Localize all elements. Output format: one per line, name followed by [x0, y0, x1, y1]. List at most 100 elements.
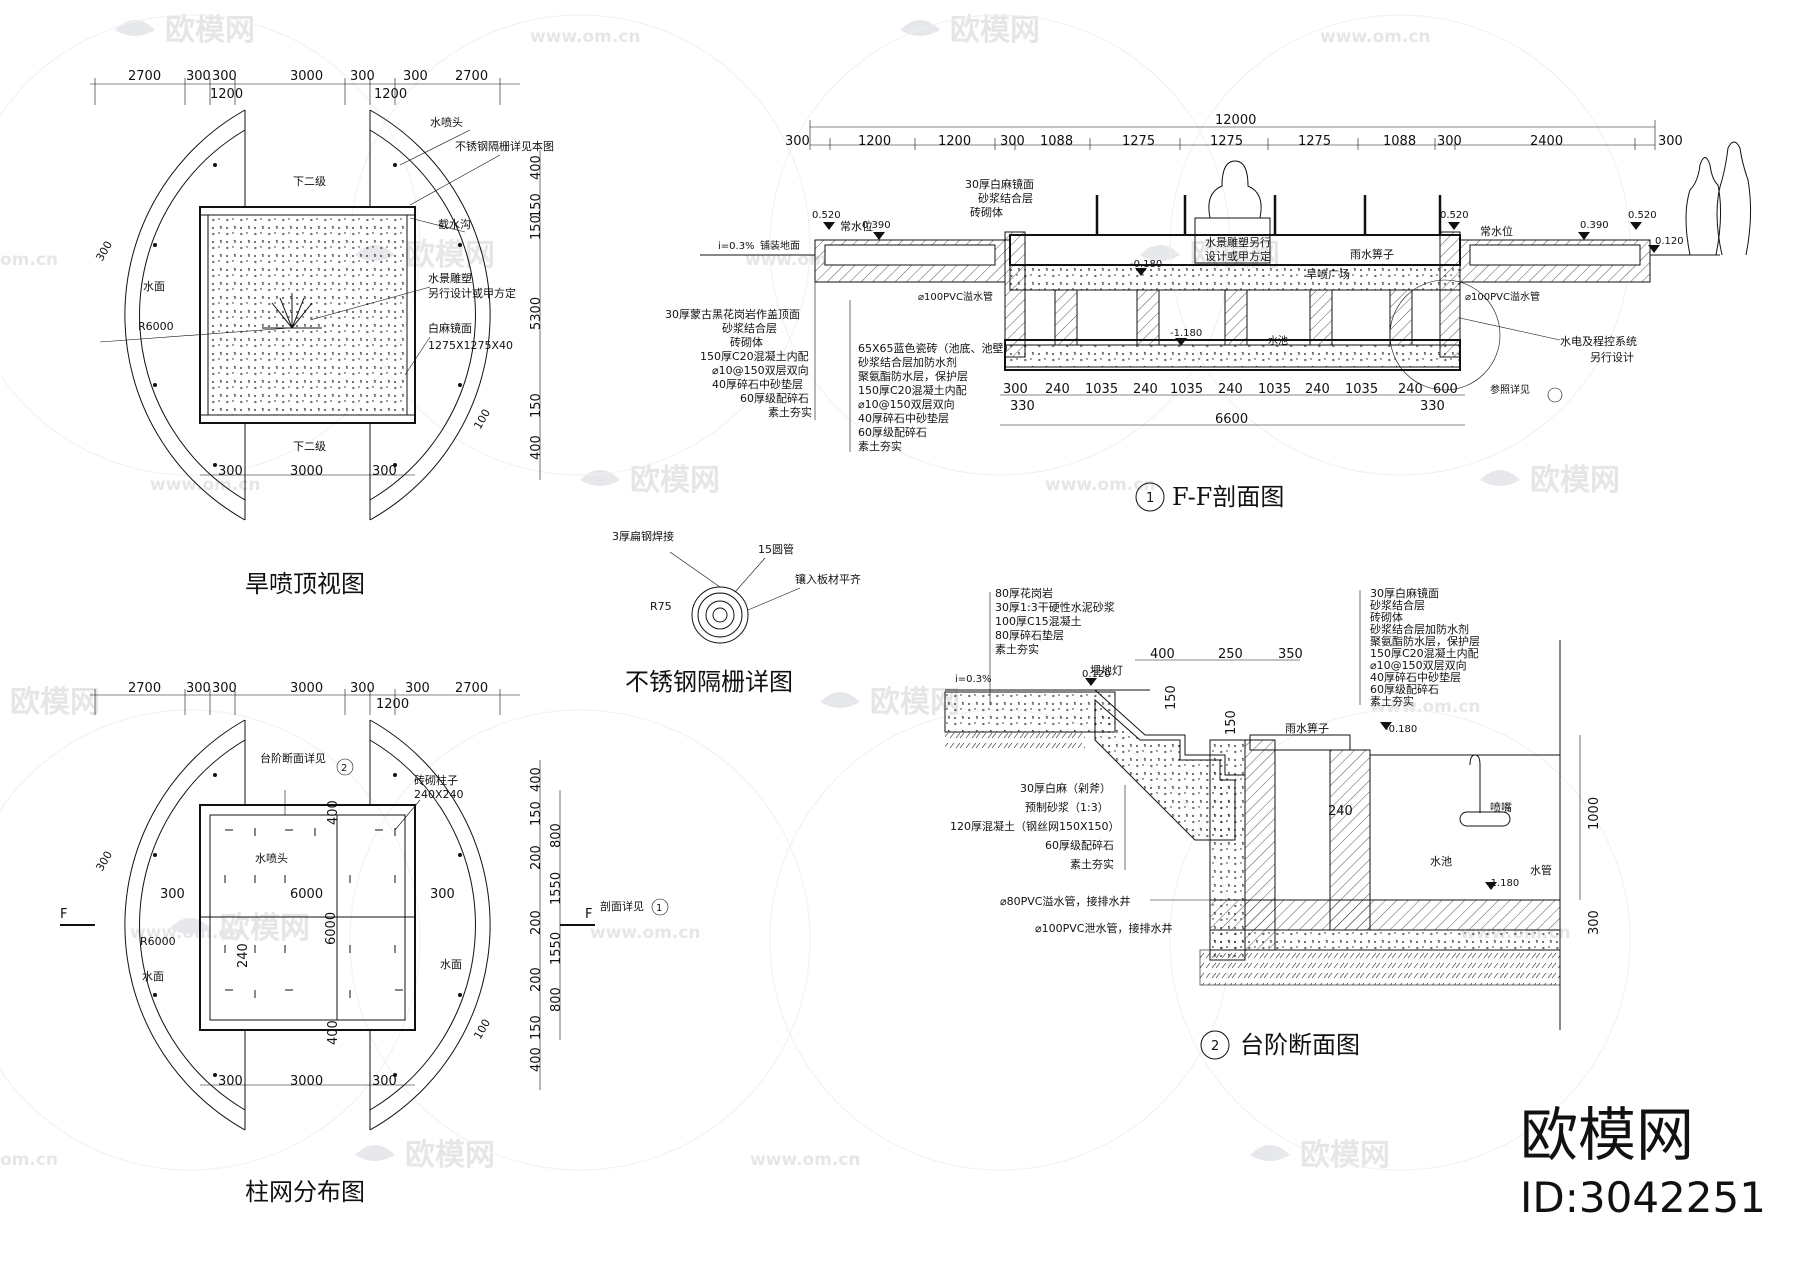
svg-text:⌀10@150双层双向: ⌀10@150双层双向	[858, 397, 955, 411]
dim-label: 150	[529, 393, 544, 418]
dim-label: 3000	[290, 69, 323, 84]
dim-label: 1088	[1040, 134, 1073, 149]
nozzle-symbol	[1459, 754, 1511, 827]
tube-label: 15圆管	[758, 542, 794, 556]
dim-label: 400	[529, 1047, 544, 1072]
radius-label: R6000	[140, 935, 176, 948]
svg-text:-0.180: -0.180	[1130, 259, 1162, 270]
svg-text:40厚碎石中砂垫层: 40厚碎石中砂垫层	[858, 411, 949, 425]
svg-text:0.390: 0.390	[1580, 220, 1609, 231]
section-step: 80厚花岗岩 30厚1:3干硬性水泥砂浆 100厚C15混凝土 80厚碎石垫层 …	[944, 586, 1602, 1060]
svg-text:240: 240	[1398, 382, 1423, 397]
svg-text:砖砌体: 砖砌体	[730, 335, 763, 349]
step-layers-mid: 30厚白麻（剁斧） 预制砂浆（1:3） 120厚混凝土（钢丝网150X150） …	[950, 781, 1126, 871]
level-0120: 0.120	[1082, 669, 1111, 680]
watermark-logo: 欧模网	[900, 13, 1040, 48]
dim-label: 350	[1278, 647, 1303, 662]
watermark-layer: 欧模网 www.om.cn 欧模网 www.om.cn om.cn 欧模网 ww…	[0, 13, 1641, 1173]
dim-label: 1200	[938, 134, 971, 149]
finish-a: 30厚白麻镜面	[965, 177, 1034, 191]
svg-text:60厚级配碎石: 60厚级配碎石	[858, 425, 927, 439]
dim-label: 2400	[1530, 134, 1563, 149]
svg-text:40厚碎石中砂垫层: 40厚碎石中砂垫层	[712, 377, 803, 391]
section-ref: 1	[656, 903, 662, 914]
svg-text:150厚C20混凝土内配: 150厚C20混凝土内配	[1370, 646, 1479, 660]
svg-text:300: 300	[1003, 382, 1028, 397]
sculpture-label: 水景雕塑另行	[1205, 235, 1271, 249]
layers-left: 30厚蒙古黑花岗岩作盖顶面 砂浆结合层 砖砌体 150厚C20混凝土内配 ⌀10…	[665, 260, 816, 420]
svg-text:30厚蒙古黑花岗岩作盖顶面: 30厚蒙古黑花岗岩作盖顶面	[665, 307, 800, 321]
plate-label: 3厚扁钢焊接	[612, 529, 674, 543]
brand-name: 欧模网	[1520, 1101, 1694, 1169]
svg-text:欧模网: 欧模网	[1300, 1138, 1390, 1173]
sculpture-label: 水景雕塑	[428, 271, 472, 285]
brick-size-label: 240X240	[414, 788, 464, 801]
height-label: 6000	[324, 912, 339, 945]
paving-ground-label: 铺装地面	[760, 239, 800, 252]
dim-label: 150	[1224, 710, 1239, 735]
dim-label: 150	[529, 215, 544, 240]
dim-label: 2700	[128, 681, 161, 696]
dim-label: 300	[372, 464, 397, 479]
slope-label: i=0.3%	[955, 674, 992, 685]
dim-label: 1275	[1210, 134, 1243, 149]
svg-text:0.520: 0.520	[1628, 210, 1657, 221]
svg-text:30厚1:3干硬性水泥砂浆: 30厚1:3干硬性水泥砂浆	[995, 600, 1115, 614]
svg-text:240: 240	[1305, 382, 1330, 397]
svg-text:欧模网: 欧模网	[405, 1138, 495, 1173]
watermark-url: www.om.cn	[1045, 475, 1156, 495]
svg-text:330: 330	[1420, 399, 1445, 414]
plan-grid-view: 2700 300 300 3000 300 1200 300 2700	[60, 681, 669, 1206]
dim-label: 1200	[376, 697, 409, 712]
svg-text:240: 240	[1045, 382, 1070, 397]
dim-label: 150	[1164, 685, 1179, 710]
svg-text:80厚花岗岩: 80厚花岗岩	[995, 586, 1053, 600]
dim-label: 2700	[128, 69, 161, 84]
dim-label: 800	[549, 987, 564, 1012]
overflow-label: ⌀80PVC溢水管，接排水井	[1000, 894, 1130, 908]
section-step-ref: 2	[1211, 1039, 1219, 1054]
dim-label: 1200	[858, 134, 891, 149]
svg-text:240: 240	[1133, 382, 1158, 397]
svg-text:120厚混凝土（钢丝网150X150）: 120厚混凝土（钢丝网150X150）	[950, 819, 1120, 833]
sculpture-symbol	[262, 293, 322, 329]
watermark-url: www.om.cn	[150, 475, 261, 495]
brand-id: ID:3042251	[1520, 1173, 1766, 1222]
step-layers-right: 30厚白麻镜面 砂浆结合层 砖砌体 砂浆结合层加防水剂 聚氨酯防水层，保护层 1…	[1359, 586, 1480, 708]
svg-text:⌀10@150双层双向: ⌀10@150双层双向	[1370, 658, 1467, 672]
watermark-logo: 欧模网	[1480, 463, 1620, 498]
svg-text:240: 240	[1218, 382, 1243, 397]
svg-text:素土夯实: 素土夯实	[858, 439, 902, 453]
dim-label: 1550	[549, 872, 564, 905]
svg-text:砂浆结合层: 砂浆结合层	[722, 321, 777, 335]
svg-text:60厚级配碎石: 60厚级配碎石	[1370, 682, 1439, 696]
svg-text:素土夯实: 素土夯实	[1370, 694, 1414, 708]
dim-label: 1000	[1587, 797, 1602, 830]
watermark-url: om.cn	[0, 1150, 58, 1170]
left-300-label: 300	[160, 887, 185, 902]
dim-label: 300	[186, 681, 211, 696]
dim-label: 400	[529, 435, 544, 460]
dim-label: 1275	[1298, 134, 1331, 149]
drain-grate-label: 雨水箅子	[1350, 247, 1394, 261]
step-layers-left: 80厚花岗岩 30厚1:3干硬性水泥砂浆 100厚C15混凝土 80厚碎石垫层 …	[989, 586, 1115, 705]
svg-text:150厚C20混凝土内配: 150厚C20混凝土内配	[858, 383, 967, 397]
dim-label: 300	[1437, 134, 1462, 149]
section-ff-title: F-F剖面图	[1172, 483, 1284, 511]
svg-text:60厚级配碎石: 60厚级配碎石	[740, 391, 809, 405]
dim-label: 240	[1328, 804, 1353, 819]
watermark-url: www.om.cn	[1370, 697, 1481, 717]
watermark-logo: 欧模网	[1250, 1138, 1390, 1173]
dim-total-bottom: 6600	[1215, 412, 1248, 427]
level-neg1180: -1.180	[1487, 878, 1519, 889]
brand-stamp: 欧模网 ID:3042251	[1520, 1101, 1766, 1222]
dim-label: 150	[529, 1015, 544, 1040]
human-figures	[1685, 141, 1752, 256]
finish-c: 砖砌体	[970, 205, 1003, 219]
step-ref: 2	[341, 763, 347, 774]
svg-text:80厚碎石垫层: 80厚碎石垫层	[995, 628, 1064, 642]
dim-label: 1088	[1383, 134, 1416, 149]
dim-label: 3000	[290, 681, 323, 696]
svg-text:砂浆结合层: 砂浆结合层	[1370, 598, 1425, 612]
normal-water-left: 常水位	[840, 219, 873, 233]
